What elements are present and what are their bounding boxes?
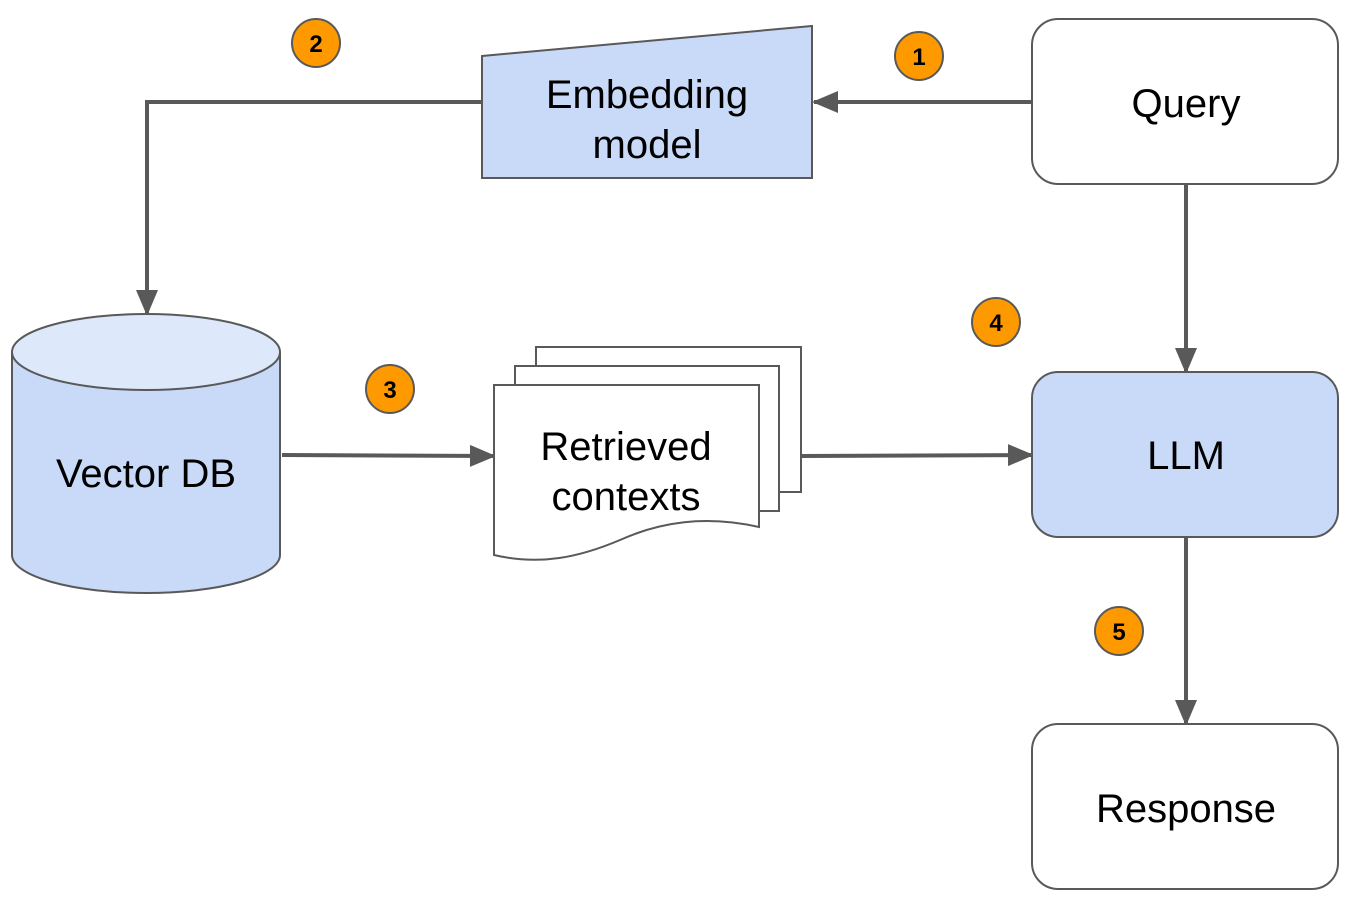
vector-db-node: Vector DB bbox=[11, 313, 281, 594]
arrow-embedding-to-vectordb bbox=[136, 100, 482, 316]
connectors bbox=[136, 91, 1197, 726]
step-badge-3: 3 bbox=[365, 364, 415, 414]
response-node: Response bbox=[1031, 723, 1339, 890]
step-badge-1: 1 bbox=[894, 31, 944, 81]
query-label: Query bbox=[1132, 82, 1241, 126]
step-4-label: 4 bbox=[989, 310, 1003, 337]
arrow-contexts-to-llm bbox=[801, 444, 1034, 467]
retrieved-contexts-label-line1: Retrieved bbox=[540, 425, 711, 469]
llm-node: LLM bbox=[1031, 371, 1339, 538]
document-front bbox=[493, 384, 760, 561]
step-badge-4: 4 bbox=[971, 297, 1021, 347]
arrow-vectordb-to-contexts bbox=[281, 444, 496, 467]
retrieved-contexts-node: Retrieved contexts bbox=[493, 346, 802, 561]
step-5-label: 5 bbox=[1112, 619, 1125, 646]
step-badge-2: 2 bbox=[291, 18, 341, 68]
vector-db-label: Vector DB bbox=[56, 452, 236, 496]
step-1-label: 1 bbox=[912, 44, 925, 71]
retrieved-contexts-label-line2: contexts bbox=[552, 475, 701, 519]
step-3-label: 3 bbox=[383, 377, 396, 404]
embedding-model-node: Embedding model bbox=[481, 24, 813, 179]
embedding-model-label-line2: model bbox=[593, 123, 702, 167]
embedding-model-label-line1: Embedding bbox=[546, 73, 748, 117]
llm-label: LLM bbox=[1147, 434, 1225, 478]
step-2-label: 2 bbox=[309, 31, 322, 58]
query-node: Query bbox=[1031, 18, 1339, 185]
step-badge-5: 5 bbox=[1094, 606, 1144, 656]
response-label: Response bbox=[1096, 787, 1276, 831]
